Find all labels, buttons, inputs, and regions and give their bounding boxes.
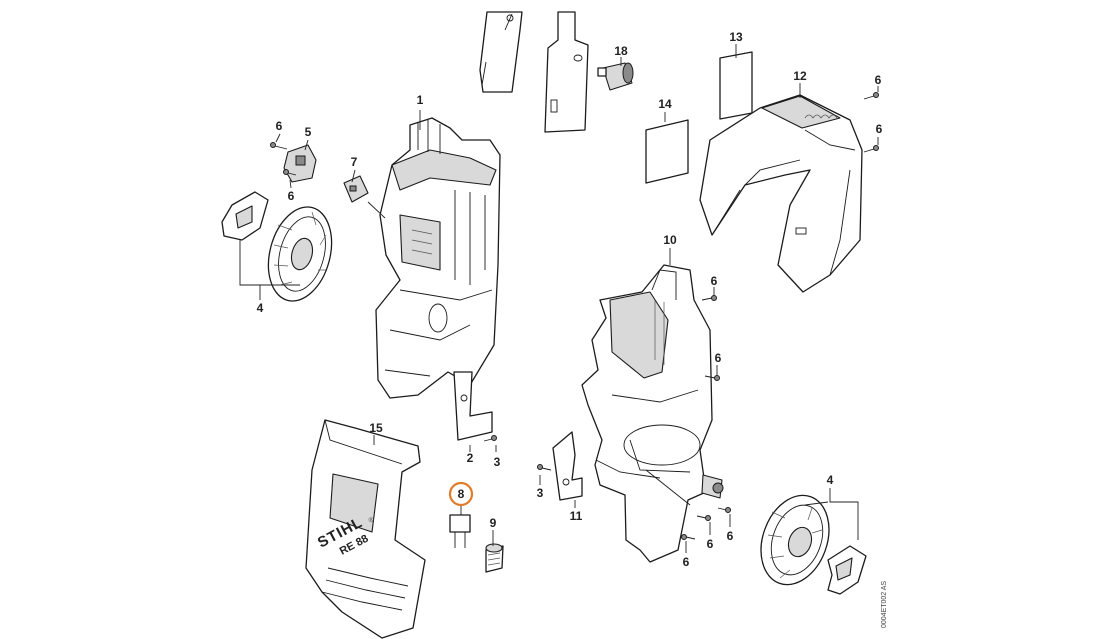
part-14-label (645, 119, 689, 184)
part-13-label (719, 51, 753, 120)
highlight-ring-part-8 (448, 481, 474, 507)
screws (270, 92, 879, 540)
label-part-13: 13 (729, 30, 743, 44)
callout-labels: 1 2 3 3 4 4 5 6 6 6 6 6 6 6 6 6 7 8 9 10… (257, 30, 883, 569)
handle-tube-right (544, 11, 589, 133)
part-5-block (283, 144, 317, 183)
label-part-8: 8 (458, 487, 465, 501)
label-part-7: 7 (351, 155, 358, 169)
label-part-6-i: 6 (683, 555, 690, 569)
label-part-10: 10 (663, 233, 677, 247)
screw-6-a (270, 142, 288, 150)
part-12-hood (699, 94, 863, 293)
part-2-bracket (453, 371, 493, 441)
part-8-component (449, 514, 471, 548)
label-part-3-b: 3 (537, 486, 544, 500)
leader-lines (239, 44, 879, 553)
drawing-code: 0004ET002 AS (881, 581, 888, 628)
label-part-6-h: 6 (727, 529, 734, 543)
screw-6-b (283, 169, 297, 176)
screw-6-i (681, 534, 696, 540)
label-part-2: 2 (467, 451, 474, 465)
screw-6-c (863, 92, 879, 100)
label-part-11: 11 (570, 509, 583, 523)
label-part-6-e: 6 (711, 274, 718, 288)
label-part-6-g: 6 (707, 537, 714, 551)
label-part-4-left: 4 (257, 301, 264, 315)
part-15-front-cover: STIHL ® RE 88 (305, 419, 426, 639)
screw-3-b (537, 464, 552, 471)
part-10-housing-right (581, 264, 724, 563)
label-part-6-b: 6 (288, 189, 295, 203)
label-part-3-a: 3 (494, 455, 501, 469)
screw-6-e (701, 295, 717, 301)
label-part-1: 1 (417, 93, 424, 107)
part-4-wheel-left (221, 191, 333, 302)
label-part-14: 14 (658, 97, 672, 111)
screw-6-h (717, 507, 731, 513)
label-part-6-f: 6 (715, 351, 722, 365)
screw-6-d (863, 145, 879, 153)
screw-6-g (696, 515, 711, 521)
label-part-6-a: 6 (276, 119, 283, 133)
handle-tube-left (479, 11, 523, 93)
part-4-wheel-right (760, 494, 867, 595)
part-7-connector (343, 175, 369, 203)
label-part-12: 12 (793, 69, 807, 83)
brand-registered-mark: ® (367, 515, 376, 525)
label-part-6-c: 6 (875, 73, 882, 87)
label-part-5: 5 (305, 125, 312, 139)
part-11-bracket (552, 431, 583, 501)
part-9-gland (485, 543, 504, 573)
label-part-15: 15 (369, 421, 383, 435)
label-part-9: 9 (490, 516, 497, 530)
label-part-6-d: 6 (876, 122, 883, 136)
screw-3-a (483, 435, 497, 442)
part-1-housing-left (375, 117, 501, 399)
part-18-knob (597, 62, 634, 91)
label-part-18: 18 (614, 44, 628, 58)
label-part-4-right: 4 (827, 473, 834, 487)
screw-6-f (704, 375, 720, 381)
